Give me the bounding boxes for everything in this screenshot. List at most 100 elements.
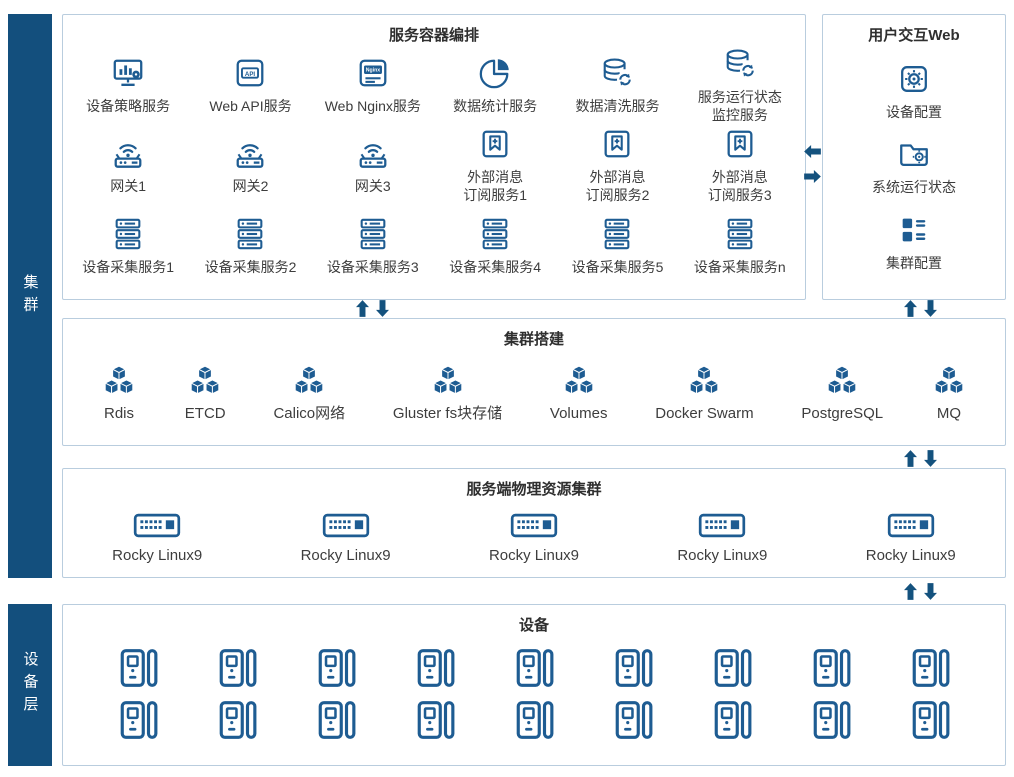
setup-label: Gluster fs块存储 [392,405,503,422]
service-item: 网关1 [67,136,189,195]
service-item: 外部消息 订阅服务1 [434,127,556,204]
node-item: Rocky Linux9 [866,512,956,566]
server-node-icon [133,512,181,539]
service-label: 服务运行状态 监控服务 [697,88,782,123]
service-item: 设备采集服务3 [312,217,434,276]
arrow-right-icon [804,170,821,183]
device-icon [711,647,753,689]
service-item: 网关3 [312,136,434,195]
panel-orchestration: 服务容器编排 设备策略服务 Web API服务 Web Nginx服务 数据统计… [62,14,806,300]
device-grid [63,635,1005,741]
node-label: Rocky Linux9 [865,547,956,564]
sidebar-device-layer: 设备层 [8,604,52,766]
device-icon [414,647,456,689]
sidebar-cluster: 集群 [8,14,52,578]
arrow-down-icon [924,583,937,600]
service-label: 设备采集服务5 [571,259,664,276]
service-label: Web API服务 [209,97,292,114]
nginx-icon [356,56,390,90]
flow-arrows-web-setup [904,300,937,317]
physical-nodes: Rocky Linux9 Rocky Linux9 Rocky Linux9 R… [63,499,1005,566]
device-icon [810,647,852,689]
device-icon [513,647,555,689]
service-item: 外部消息 订阅服务3 [679,127,801,204]
setup-label: ETCD [184,405,226,422]
node-item: Rocky Linux9 [301,512,391,566]
server-node-icon [510,512,558,539]
service-label: 设备采集服务1 [82,259,175,276]
device-icon [612,699,654,741]
web-ui-label: 系统运行状态 [872,179,956,196]
cluster-config-icon [897,213,931,247]
flow-arrows-setup-phys [904,450,937,467]
service-label: 数据统计服务 [453,97,538,114]
setup-label: Calico网络 [273,405,346,422]
flow-arrows-phys-dev [904,583,937,600]
setup-label: Volumes [549,405,608,422]
sidebar-cluster-label: 集群 [21,273,39,319]
service-item: Web Nginx服务 [312,56,434,115]
cubes-icon [101,365,137,397]
node-label: Rocky Linux9 [112,547,203,564]
node-item: Rocky Linux9 [112,512,202,566]
panel-cluster-setup: 集群搭建 Rdis ETCD Calico网络 Gluster fs块存储 Vo… [62,318,1006,446]
service-label: 网关1 [110,178,147,195]
device-icon [513,699,555,741]
web-ui-item: 系统运行状态 [872,137,956,196]
device-icon [414,699,456,741]
panel-physical-cluster-title: 服务端物理资源集群 [466,481,602,498]
setup-item: Rdis [101,365,137,424]
cubes-icon [931,365,967,397]
flow-arrows-orch-web [804,145,821,183]
service-item: 设备策略服务 [67,56,189,115]
cubes-icon [686,365,722,397]
device-icon [117,647,159,689]
cubes-icon [430,365,466,397]
service-item: 网关2 [189,136,311,195]
device-icon [315,647,357,689]
service-label: 设备采集服务2 [204,259,297,276]
setup-item: ETCD [185,365,226,424]
orchestration-grid: 设备策略服务 Web API服务 Web Nginx服务 数据统计服务 数据清洗… [63,45,805,295]
panel-devices: 设备 [62,604,1006,766]
device-icon [216,699,258,741]
policy-monitor-icon [111,56,145,90]
arrow-up-icon [356,300,369,317]
service-label: 网关2 [232,178,269,195]
arrow-up-icon [904,300,917,317]
flow-arrows-orch-setup [356,300,389,317]
arrow-left-icon [804,145,821,158]
setup-label: MQ [936,405,961,422]
service-item: 服务运行状态 监控服务 [679,47,801,124]
server-node-icon [887,512,935,539]
setup-item: Gluster fs块存储 [393,365,502,424]
device-icon [117,699,159,741]
server-stack-icon [356,217,390,251]
server-stack-icon [111,217,145,251]
system-status-icon [897,137,931,171]
panel-cluster-setup-title: 集群搭建 [503,331,564,348]
server-stack-icon [233,217,267,251]
node-item: Rocky Linux9 [489,512,579,566]
database-monitor-icon [723,47,757,81]
web-ui-items: 设备配置 系统运行状态 集群配置 [823,45,1005,295]
server-stack-icon [600,217,634,251]
device-icon [909,647,951,689]
node-label: Rocky Linux9 [488,547,579,564]
arrow-down-icon [376,300,389,317]
service-item: 数据统计服务 [434,56,556,115]
database-refresh-icon [600,56,634,90]
pie-chart-icon [478,56,512,90]
setup-label: PostgreSQL [801,405,884,422]
service-item: 设备采集服务4 [434,217,556,276]
setup-label: Rdis [103,405,134,422]
service-label: Web Nginx服务 [324,97,421,114]
node-item: Rocky Linux9 [677,512,767,566]
service-label: 外部消息 订阅服务1 [463,169,528,204]
device-icon [315,699,357,741]
service-item: 设备采集服务n [679,217,801,276]
service-item: 设备采集服务1 [67,217,189,276]
sidebar-device-layer-label: 设备层 [21,651,39,719]
panel-devices-title: 设备 [518,617,549,634]
server-node-icon [698,512,746,539]
